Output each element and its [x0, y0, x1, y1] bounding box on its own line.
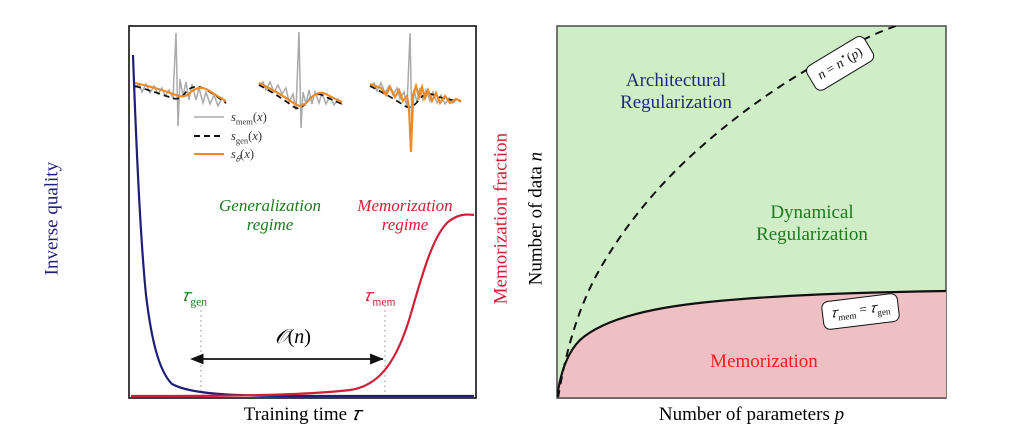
left-panel-x-axis-label: Training time 𝜏: [129, 404, 476, 425]
dyn-region-line1: Dynamical: [770, 202, 854, 223]
memorization-regime-line1: Memorization: [357, 196, 453, 215]
legend-label-s-theta: s𝜃(x): [231, 147, 255, 164]
generalization-regime-line2: regime: [246, 215, 294, 235]
memorization-regime-line2: regime: [381, 215, 429, 235]
left-panel-x-axis-text: Training time 𝜏: [243, 404, 362, 425]
legend-label-s-gen: sgen(x): [231, 129, 263, 146]
tau-gen-label: 𝜏gen: [182, 286, 208, 309]
s-mem-curve: [258, 31, 343, 129]
memorization-regime-label: Memorization regime: [340, 196, 470, 234]
interval-order-label: 𝒪(n): [275, 326, 311, 348]
region-label-dynamical-regularization: Dynamical Regularization: [722, 202, 902, 247]
s-gen-curve: [258, 84, 343, 110]
s-gen-curve: [369, 85, 462, 109]
right-panel-x-axis-label: Number of parameters p: [557, 404, 946, 425]
s-theta-curve: [369, 82, 462, 153]
inset-early: [134, 32, 227, 127]
memorization-fraction-curve: [130, 213, 475, 398]
arch-region-line1: Architectural: [625, 70, 727, 91]
n-star-boundary: [557, 26, 899, 398]
memo-region-line1: Memorization: [710, 351, 818, 372]
s-mem-curve: [134, 32, 227, 127]
left-panel-legend: [194, 116, 224, 156]
dyn-region-line2: Regularization: [756, 224, 868, 246]
left-panel-y-axis-label: Inverse quality: [41, 161, 63, 276]
legend-label-s-mem: smem(x): [231, 110, 267, 127]
arch-region-line2: Regularization: [620, 92, 732, 114]
region-label-memorization: Memorization: [664, 351, 864, 373]
tau-equality-boundary: [557, 289, 946, 398]
region-label-architectural-regularization: Architectural Regularization: [586, 70, 766, 115]
generalization-regime-label: Generalization regime: [205, 196, 335, 234]
inset-late: [369, 32, 462, 153]
right-panel-x-axis-text: Number of parameters p: [658, 404, 845, 425]
right-panel-y-axis-label: Number of data n: [525, 119, 546, 319]
s-theta-curve: [134, 81, 227, 102]
generalization-regime-line1: Generalization: [219, 196, 321, 215]
inset-mid: [258, 31, 343, 129]
inverse-quality-curve: [131, 54, 474, 398]
tau-mem-label: 𝜏mem: [364, 286, 396, 309]
right-panel-y-axis-text: Number of data n: [525, 151, 547, 286]
s-theta-curve: [258, 82, 343, 107]
left-panel-y-axis-right-label: Memorization fraction: [490, 132, 512, 305]
